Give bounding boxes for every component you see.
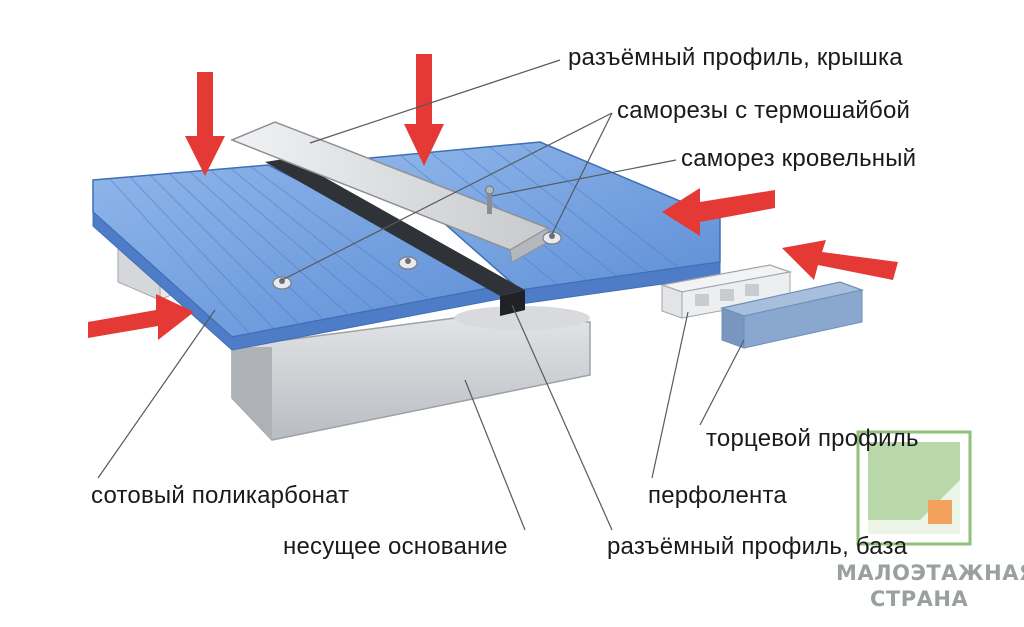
arrow-down-center: [404, 54, 444, 166]
screw-thermowasher-3: [542, 231, 562, 245]
watermark-line1: МАЛОЭТАЖНАЯ: [836, 561, 1024, 585]
label-perforated-tape: перфолента: [648, 482, 787, 509]
roofing-screw: [485, 185, 494, 214]
right-polycarbonate-panel: [368, 141, 721, 305]
leader-lines: [97, 59, 745, 531]
label-profile-base: разъёмный профиль, база: [607, 533, 908, 560]
label-bearing-base: несущее основание: [283, 533, 508, 560]
label-screws-thermowasher: саморезы с термошайбой: [617, 97, 911, 124]
perforated-tape-piece: [659, 264, 793, 319]
label-honeycomb-polycarbonate: сотовый поликарбонат: [91, 482, 350, 509]
logo-mark: [856, 430, 972, 546]
label-end-profile: торцевой профиль: [706, 425, 919, 452]
screw-thermowasher-1: [272, 276, 292, 290]
arrow-left-lower: [782, 240, 898, 280]
arrow-down-left: [185, 72, 225, 176]
bearing-base: [231, 306, 591, 441]
label-profile-cap: разъёмный профиль, крышка: [568, 44, 903, 71]
arrow-left-upper: [662, 188, 775, 236]
arrow-right-bottom: [88, 294, 194, 340]
end-profile-piece: [719, 281, 865, 349]
profile-base-rail: [265, 158, 525, 316]
left-polycarbonate-panel: [92, 164, 508, 351]
watermark-line2: СТРАНА: [870, 587, 969, 611]
label-roofing-screw: саморез кровельный: [681, 145, 917, 172]
screw-thermowasher-2: [398, 256, 418, 270]
